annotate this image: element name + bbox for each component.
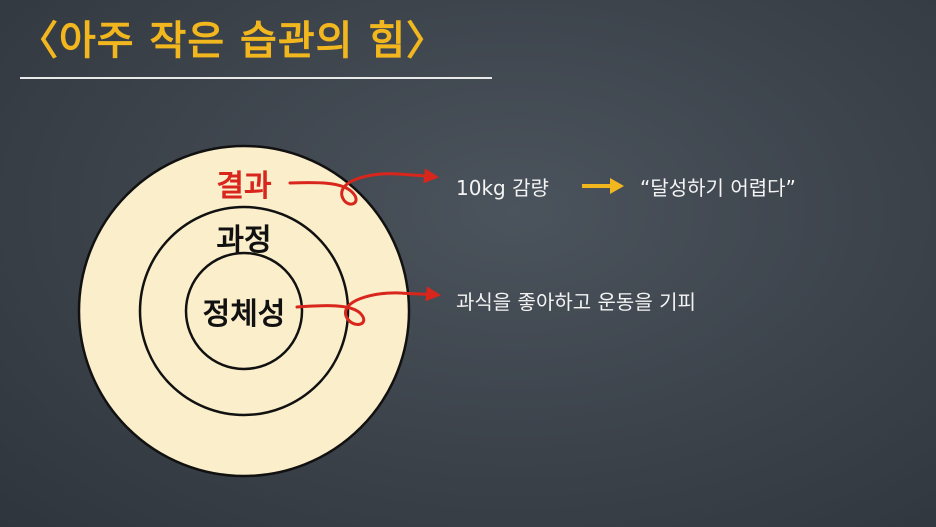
identity-arrow <box>295 286 441 326</box>
outcome-quote-text: “달성하기 어렵다” <box>640 176 796 200</box>
ring-label-identity: 정체성 <box>203 297 286 332</box>
title-underline <box>20 77 492 79</box>
outcome-example-text: 10kg 감량 <box>456 176 549 200</box>
inner-circle-identity <box>184 251 304 371</box>
slide-title: 〈아주 작은 습관의 힘〉 <box>18 18 448 64</box>
ring-label-process: 과정 <box>216 223 271 258</box>
outcome-arrow <box>288 168 439 206</box>
ring-label-outcome: 결과 <box>216 169 272 204</box>
yellow-right-arrow-icon <box>582 178 624 194</box>
identity-example-text: 과식을 좋아하고 운동을 기피 <box>456 290 696 314</box>
